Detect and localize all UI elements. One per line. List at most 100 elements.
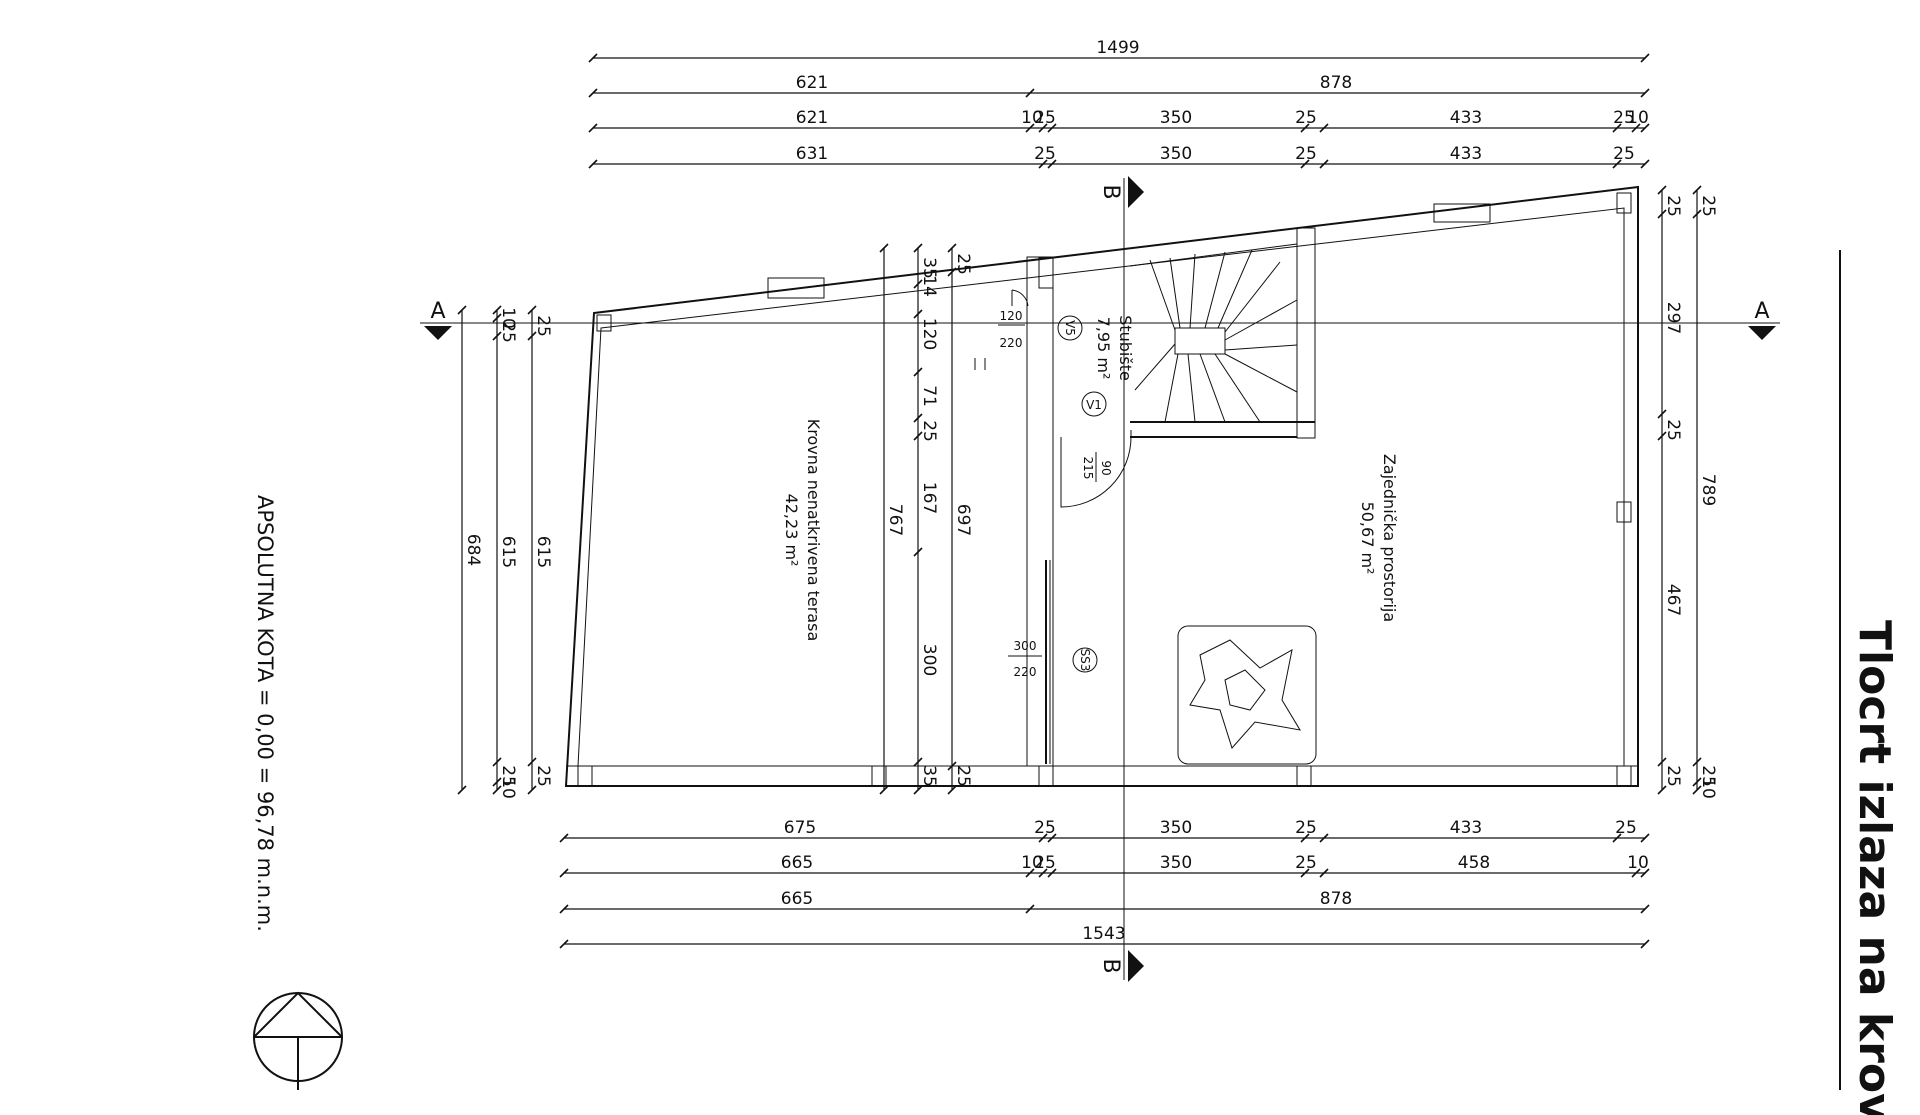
dim-text: 10 [1021,108,1043,128]
dim-text: 35 [919,765,939,787]
dim-text: 621 [796,108,828,128]
dim-text: 25 [1698,195,1718,217]
dim-text: 25 [1663,419,1683,441]
opening-value: 220 [1000,336,1023,350]
dim-text: 350 [1160,108,1192,128]
dim-text: 25 [953,253,973,275]
room-labels: Krovna nenatkrivena terasa 42,23 m² Stub… [782,315,1399,641]
v1-tag: V1 [1086,398,1102,412]
dim-text: 665 [781,853,813,873]
dim-text: 350 [1160,853,1192,873]
dim-text: 25 [498,321,518,343]
dim-text: 120 [919,318,939,350]
ss3-tag: SS3 [1078,649,1092,672]
dim-text: 433 [1450,108,1482,128]
dim-text: 25 [1295,108,1317,128]
dim-text: 615 [498,536,518,568]
dim-text: 665 [781,889,813,909]
dim-text: 300 [919,644,939,676]
dim-text: 25 [498,765,518,787]
dim-text: 467 [1663,584,1683,616]
building-walls [564,185,1639,787]
dim-text: 458 [1458,853,1490,873]
dim-text: 167 [919,482,939,514]
dim-text: 789 [1698,474,1718,506]
v1-tag-circle [1081,391,1107,417]
room-terrace-name: Krovna nenatkrivena terasa [804,419,823,641]
dim-text: 433 [1450,818,1482,838]
section-b-bottom-arrow [1128,950,1144,982]
top-dimensions: 1499 621 878 621 10 25 350 25 433 25 10 … [588,38,1650,169]
center-dimensions: 767 35 14 120 71 25 167 300 35 25 697 25 [879,243,973,795]
dim-text: 697 [953,504,973,536]
opening-tags: V5 V1 SS3 120 220 90 215 300 220 [998,309,1113,679]
dim-top-total: 1499 [1096,38,1139,58]
dim-text: 25 [1615,818,1637,838]
room-common-name: Zajednička prostorija [1380,454,1399,622]
dim-text: 878 [1320,889,1352,909]
right-dimensions: 25 297 25 467 25 25 789 25 10 [1657,185,1718,799]
dim-text: 25 [533,315,553,337]
section-a-left-arrow [424,326,452,340]
section-a-left-label: A [430,299,445,324]
dim-text: 684 [463,534,483,566]
dim-text: 10 [498,777,518,799]
dim-text: 767 [885,504,905,536]
dim-bottom-total: 1543 [1082,924,1125,944]
section-a-right-label: A [1754,299,1769,324]
room-terrace-area: 42,23 m² [782,494,801,567]
dim-text: 35 [919,257,939,279]
dim-text: 25 [1034,818,1056,838]
v5-tag: V5 [1063,320,1077,336]
dim-text: 25 [1034,853,1056,873]
dim-text: 10 [1627,853,1649,873]
v5-tag-circle [1057,315,1083,341]
opening-value: 220 [1014,665,1037,679]
dim-text: 25 [1663,765,1683,787]
dim-text: 25 [953,765,973,787]
rooftop-unit [1177,625,1317,765]
dim-text: 675 [784,818,816,838]
opening-value: 90 [1099,460,1113,475]
dim-text: 14 [919,275,939,297]
staircase [1129,243,1298,423]
dim-text: 433 [1450,144,1482,164]
ss3-tag-circle [1072,647,1098,673]
section-lines: A A B B [420,176,1780,982]
dim-text: 10 [1698,777,1718,799]
dim-text: 25 [1663,195,1683,217]
dim-text: 25 [1613,144,1635,164]
dim-text: 25 [1034,144,1056,164]
dim-text: 297 [1663,302,1683,334]
dim-top-878: 878 [1320,73,1352,93]
drawing-title: Tlocrt izlaza na krov [1849,620,1900,1115]
bottom-dimensions: 675 25 350 25 433 25 665 10 25 350 25 45… [559,818,1650,949]
dim-text: 25 [1295,144,1317,164]
dim-text: 25 [533,765,553,787]
dim-text: 25 [919,420,939,442]
dim-text: 25 [1034,108,1056,128]
dim-text: 10 [1021,853,1043,873]
room-stairs-area: 7,95 m² [1094,317,1113,380]
section-a-right-arrow [1748,326,1776,340]
section-b-bottom-label: B [1098,958,1123,973]
dim-text: 10 [1627,108,1649,128]
opening-value: 215 [1081,457,1095,480]
section-b-top-label: B [1098,184,1123,199]
dim-text: 25 [1295,853,1317,873]
opening-value: 120 [1000,309,1023,323]
room-common-area: 50,67 m² [1358,502,1377,575]
dim-text: 25 [1295,818,1317,838]
dim-text: 25 [1698,765,1718,787]
dim-text: 25 [1613,108,1635,128]
room-stairs-name: Stubište [1116,315,1135,381]
dim-text: 631 [796,144,828,164]
north-arrow-icon [253,991,343,1090]
section-b-top-arrow [1128,176,1144,208]
left-dimensions: 684 10 25 615 25 10 25 615 25 [457,305,553,799]
absolute-level-note: APSOLUTNA KOTA = 0,00 = 96,78 m.n.m. [253,495,277,932]
dim-text: 615 [533,536,553,568]
opening-value: 300 [1014,639,1037,653]
dim-text: 350 [1160,144,1192,164]
